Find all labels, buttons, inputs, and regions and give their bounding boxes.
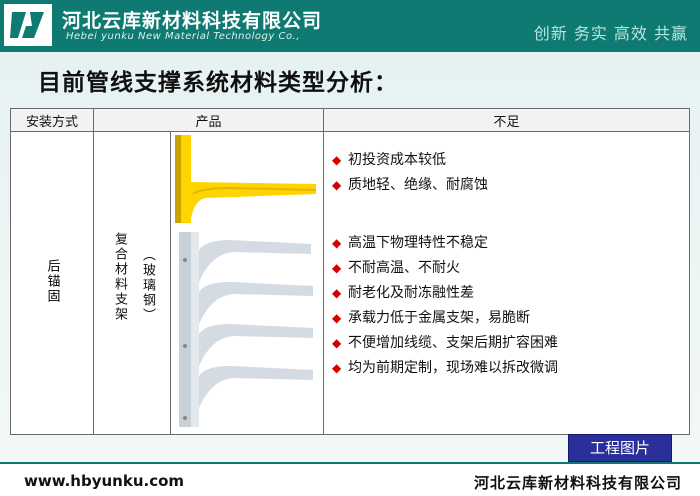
analysis-table: 安装方式 产品 不足 后锚固 复合材料支架 （玻璃钢） — [10, 108, 690, 435]
list-item-text: 质地轻、绝缘、耐腐蚀 — [348, 177, 488, 193]
header-product: 产品 — [93, 108, 324, 132]
list-item: ◆ 不便增加线缆、支架后期扩容困难 — [332, 331, 558, 356]
list-item-text: 承载力低于金属支架，易脆断 — [348, 310, 530, 326]
list-item-text: 不耐高温、不耐火 — [348, 260, 460, 276]
bullet-diamond-icon: ◆ — [332, 178, 342, 192]
product-material: （玻璃钢） — [140, 248, 155, 323]
footer-divider — [0, 462, 700, 464]
product-photos — [175, 135, 317, 427]
product-name: 复合材料支架 — [112, 232, 127, 322]
bullet-diamond-icon: ◆ — [332, 236, 342, 250]
header-bar: 河北云库新材料科技有限公司 Hebei yunku New Material T… — [0, 0, 700, 52]
list-item: ◆ 初投资成本较低 — [332, 148, 488, 173]
company-name-en: Hebei yunku New Material Technology Co., — [66, 31, 300, 42]
table-row: 后锚固 复合材料支架 （玻璃钢） — [10, 131, 690, 435]
list-item-text: 耐老化及耐冻融性差 — [348, 285, 474, 301]
bullet-diamond-icon: ◆ — [332, 153, 342, 167]
list-item: ◆ 高温下物理特性不稳定 — [332, 231, 558, 256]
company-name-cn: 河北云库新材料科技有限公司 — [62, 10, 323, 32]
list-item-text: 不便增加线缆、支架后期扩容困难 — [348, 335, 558, 351]
product-cell: 复合材料支架 （玻璃钢） — [93, 131, 171, 435]
company-logo-icon — [2, 2, 54, 48]
list-item: ◆ 均为前期定制，现场难以拆改微调 — [332, 356, 558, 381]
slogan: 创新 务实 高效 共赢 — [533, 24, 688, 43]
project-photos-button[interactable]: 工程图片 — [568, 434, 672, 462]
grey-bracket-image — [179, 232, 313, 427]
bullet-diamond-icon: ◆ — [332, 361, 342, 375]
list-item: ◆ 质地轻、绝缘、耐腐蚀 — [332, 173, 488, 198]
footer-website-link[interactable]: www.hbyunku.com — [24, 472, 185, 490]
cons-list: ◆ 高温下物理特性不稳定 ◆ 不耐高温、不耐火 ◆ 耐老化及耐冻融性差 ◆ 承载力低于金… — [332, 231, 558, 381]
list-item: ◆ 不耐高温、不耐火 — [332, 256, 558, 281]
list-item: ◆ 承载力低于金属支架，易脆断 — [332, 306, 558, 331]
list-item-text: 高温下物理特性不稳定 — [348, 235, 488, 251]
list-item-text: 初投资成本较低 — [348, 152, 446, 168]
shortcomings-cell — [323, 131, 690, 435]
bullet-diamond-icon: ◆ — [332, 336, 342, 350]
pros-list: ◆ 初投资成本较低 ◆ 质地轻、绝缘、耐腐蚀 — [332, 148, 488, 198]
header-shortcomings: 不足 — [323, 108, 690, 132]
page-title: 目前管线支撑系统材料类型分析： — [38, 70, 398, 96]
method-label: 后锚固 — [44, 258, 60, 304]
method-cell: 后锚固 — [10, 131, 94, 435]
product-image-cell — [170, 131, 324, 435]
bullet-diamond-icon: ◆ — [332, 286, 342, 300]
list-item: ◆ 耐老化及耐冻融性差 — [332, 281, 558, 306]
list-item-text: 均为前期定制，现场难以拆改微调 — [348, 360, 558, 376]
bullet-diamond-icon: ◆ — [332, 311, 342, 325]
bullet-diamond-icon: ◆ — [332, 261, 342, 275]
yellow-bracket-image — [175, 135, 317, 223]
table-header-row: 安装方式 产品 不足 — [10, 108, 690, 132]
footer-company-name: 河北云库新材料科技有限公司 — [473, 474, 682, 492]
header-method: 安装方式 — [10, 108, 94, 132]
